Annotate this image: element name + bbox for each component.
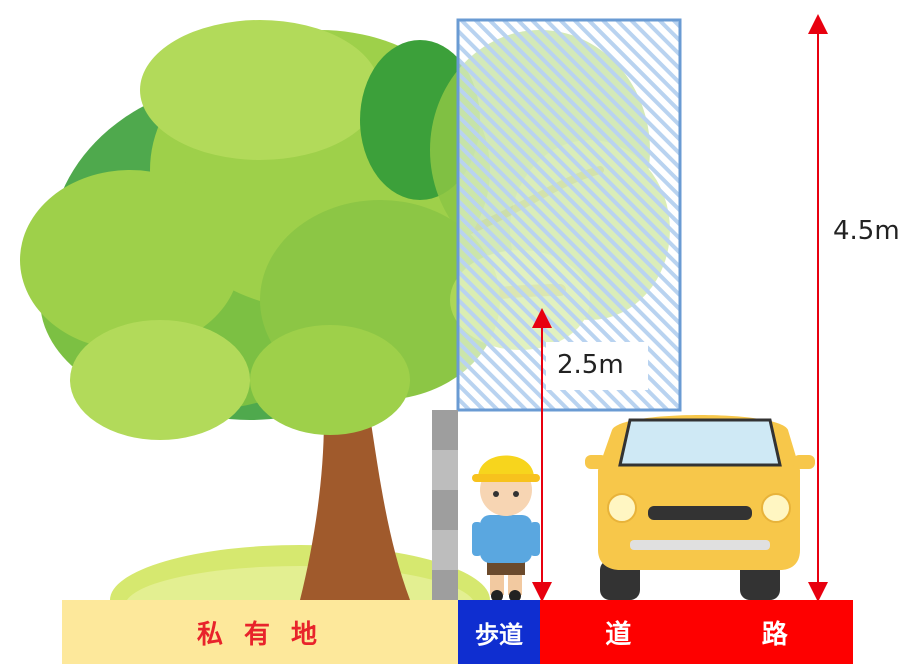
ground-road: 道 路 bbox=[540, 600, 853, 664]
height-label-overall: 4.5m bbox=[833, 216, 900, 246]
tree-canopy bbox=[20, 20, 500, 440]
private-land-label: 私 有 地 bbox=[196, 619, 324, 650]
ground-private-land: 私 有 地 bbox=[62, 600, 458, 664]
car bbox=[585, 415, 815, 600]
height-label-sidewalk: 2.5m bbox=[557, 350, 624, 380]
ground-sidewalk: 歩道 bbox=[458, 600, 540, 664]
road-label-a: 道 bbox=[605, 619, 632, 650]
boundary-post bbox=[432, 410, 458, 600]
sidewalk-label-box bbox=[546, 342, 648, 390]
sidewalk-label: 歩道 bbox=[475, 620, 523, 649]
road-label-b: 路 bbox=[761, 619, 788, 650]
child-pedestrian bbox=[472, 455, 540, 602]
